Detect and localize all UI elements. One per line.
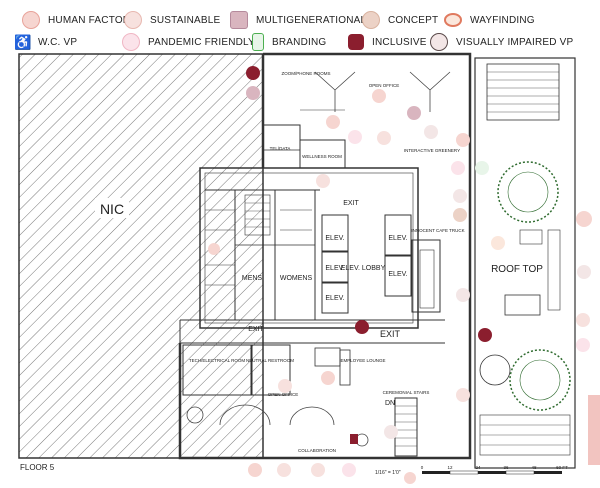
tech-room-label: TECH/ELECTRICAL ROOM [189, 358, 246, 363]
legend-label: INCLUSIVE [372, 36, 427, 48]
legend-label: PANDEMIC FRIENDLY [148, 36, 255, 48]
roof-top-area [474, 57, 576, 469]
legend-item-wayfinding: WAYFINDING [444, 12, 535, 28]
legend-item-inclusive: INCLUSIVE [348, 34, 427, 50]
room-labels: ZOOM/PHONE ROOMS OPEN OFFICE TEL/DATA WE… [20, 71, 543, 472]
legend-label: CONCEPT [388, 14, 439, 26]
stairs-label: CEREMONIAL STAIRS [383, 390, 430, 395]
wellness-label: WELLNESS ROOM [302, 154, 342, 159]
legend-item-sustainable: SUSTAINABLE [124, 11, 221, 29]
building-walls [178, 52, 472, 460]
legend-label: HUMAN FACTORS [48, 14, 138, 26]
tel-data-label: TEL/DATA [270, 146, 291, 151]
employee-lounge-label: EMPLOYEE LOUNGE [340, 358, 385, 363]
scale-tick: 36 [503, 465, 509, 470]
wheelchair-icon: ♿ [14, 34, 32, 50]
zoom-rooms-label: ZOOM/PHONE ROOMS [281, 71, 330, 76]
legend-item-concept: CONCEPT [362, 11, 439, 29]
legend-label: WAYFINDING [470, 14, 535, 26]
elev-lobby-label: ELEV. LOBBY [341, 265, 386, 272]
legend-item-branding: BRANDING [252, 33, 327, 51]
concept-icon [362, 11, 380, 29]
elev-3-label: ELEV. [325, 295, 344, 302]
multigenerational-icon [230, 11, 248, 29]
plan-markers [208, 66, 600, 484]
elev-1-label: ELEV. [325, 235, 344, 242]
legend-label: BRANDING [272, 36, 327, 48]
elev-4-label: ELEV. [388, 235, 407, 242]
exit-left-label: EXIT [248, 326, 264, 333]
legend-item-wc-vp: ♿ W.C. VP [14, 34, 77, 50]
scale-tick: 12 [447, 465, 453, 470]
legend-item-human-factors: HUMAN FACTORS [22, 11, 138, 29]
legend-item-pandemic-friendly: PANDEMIC FRIENDLY [122, 33, 255, 51]
legend-label: MULTIGENERATIONAL [256, 14, 367, 26]
elev-5-label: ELEV. [388, 271, 407, 278]
mens-label: MENS [242, 275, 263, 282]
scale-bar: 1/16" = 1'0" 0 12 24 36 48 60 FT [375, 465, 568, 476]
legend-item-multigenerational: MULTIGENERATIONAL [230, 11, 367, 29]
scale-tick: 0 [421, 465, 424, 470]
scale-label: 1/16" = 1'0" [375, 470, 401, 476]
nic-area [18, 53, 264, 459]
sustainable-icon [124, 11, 142, 29]
greenery-label: INTERACTIVE GREENERY [404, 148, 460, 153]
legend-item-visually-impaired: VISUALLY IMPAIRED VP [430, 33, 574, 51]
cafe-label: INNOCENT CAFE TRUCK [411, 228, 464, 233]
neutral-restroom-label: NEUTRAL RESTROOM [246, 358, 294, 363]
branding-icon [252, 33, 264, 51]
legend-label: W.C. VP [38, 36, 78, 48]
open-office-bottom-label: OPEN OFFICE [268, 392, 299, 397]
pandemic-friendly-icon [122, 33, 140, 51]
wayfinding-icon [444, 13, 462, 27]
dn-label: DN [385, 400, 395, 407]
inclusive-icon [348, 34, 364, 50]
exit-right-label: EXIT [380, 329, 401, 339]
elev-2-label: ELEV. [325, 265, 344, 272]
human-factors-icon [22, 11, 40, 29]
exit-top-label: EXIT [343, 200, 359, 207]
legend-label: SUSTAINABLE [150, 14, 221, 26]
open-office-top-label: OPEN OFFICE [369, 83, 400, 88]
scale-tick: 48 [531, 465, 537, 470]
scale-tick: 60 FT [556, 465, 568, 470]
nic-label: NIC [100, 201, 124, 217]
scale-tick: 24 [475, 465, 481, 470]
roof-top-label: ROOF TOP [491, 264, 543, 275]
visually-impaired-icon [430, 33, 448, 51]
floor-label: FLOOR 5 [20, 463, 55, 472]
womens-label: WOMENS [280, 275, 313, 282]
legend-label: VISUALLY IMPAIRED VP [456, 36, 574, 48]
collaboration-label: COLLABORATION [298, 448, 336, 453]
